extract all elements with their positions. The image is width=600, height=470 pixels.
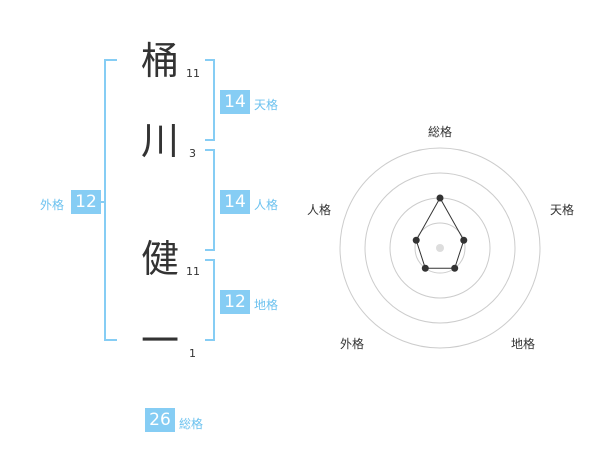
name-char-2: 川	[141, 119, 180, 163]
radar-series-line	[415, 196, 465, 269]
radar-label-sou: 総格	[428, 125, 453, 139]
radar-ring-4	[339, 147, 541, 349]
radar-center	[436, 244, 444, 252]
chi-kaku-label: 地格	[254, 298, 279, 312]
gai-kaku-label: 外格	[40, 198, 65, 212]
chi-kaku-value: 12	[220, 290, 250, 314]
radar-label-jin: 人格	[307, 203, 332, 217]
name-char-3: 健	[141, 237, 180, 281]
radar-point-0	[436, 194, 444, 202]
radar-point-2	[451, 264, 459, 272]
radar-label-ten: 天格	[550, 203, 575, 217]
radar-ring-1	[414, 222, 466, 274]
name-char-4: 一	[141, 319, 180, 363]
radar-point-4	[412, 236, 420, 244]
radar-ring-3	[364, 172, 516, 324]
stroke-count-2: 3	[189, 147, 196, 160]
sou-kaku-value: 26	[145, 408, 175, 432]
radar-label-chi: 地格	[511, 337, 536, 351]
radar-point-3	[421, 264, 429, 272]
jin-kaku-value: 14	[220, 190, 250, 214]
sou-kaku-label: 総格	[179, 417, 204, 431]
jin-bracket	[205, 149, 215, 251]
stroke-count-4: 1	[189, 347, 196, 360]
name-char-1: 桶	[141, 39, 180, 83]
ten-bracket	[205, 59, 215, 141]
jin-kaku-label: 人格	[254, 198, 279, 212]
outer-bracket	[104, 59, 117, 341]
gai-kaku-value: 12	[71, 190, 101, 214]
chi-bracket	[205, 259, 215, 341]
ten-kaku-label: 天格	[254, 98, 279, 112]
radar-label-gai: 外格	[340, 337, 365, 351]
stroke-count-1: 11	[186, 67, 200, 80]
stroke-count-3: 11	[186, 265, 200, 278]
radar-point-1	[460, 236, 468, 244]
ten-kaku-value: 14	[220, 90, 250, 114]
